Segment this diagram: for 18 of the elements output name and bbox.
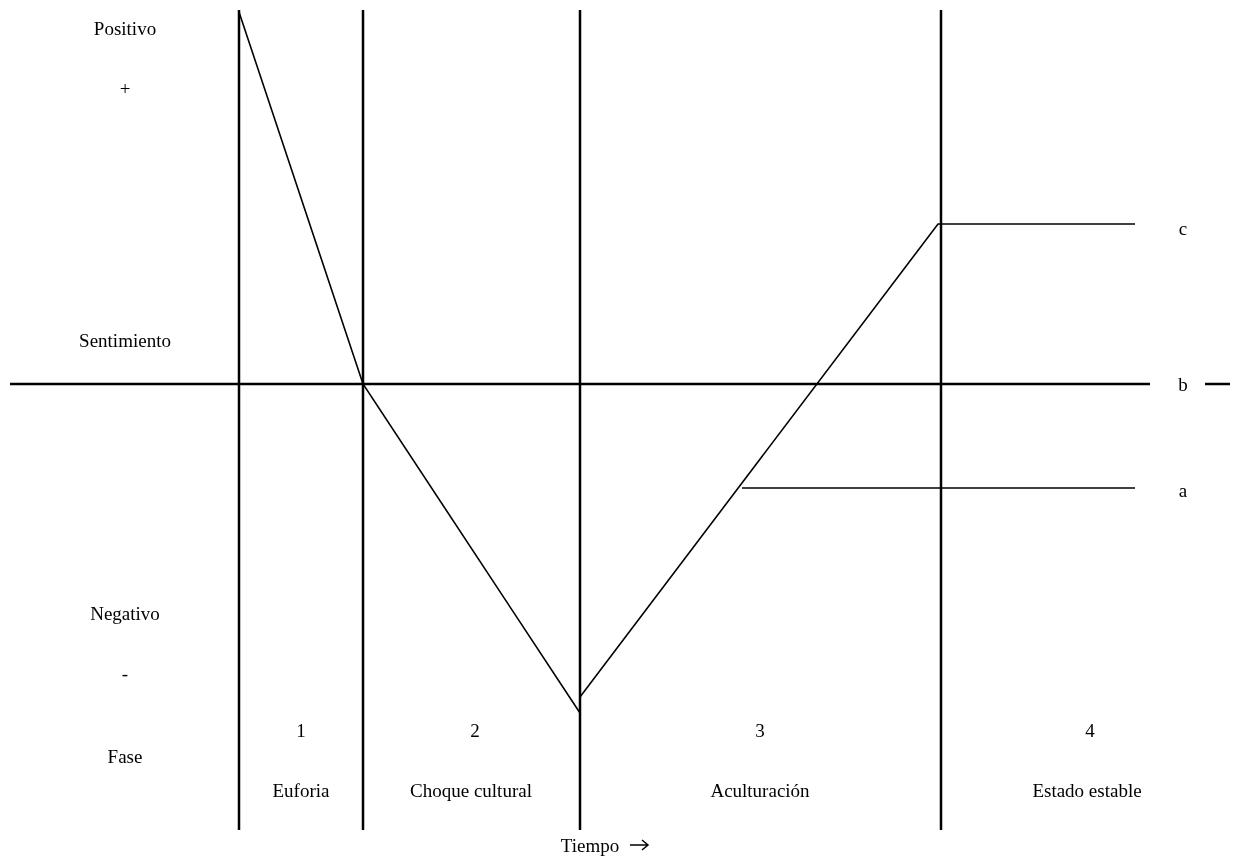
- axis-label: Tiempo: [560, 835, 620, 855]
- phase-number: 2: [470, 720, 480, 740]
- axis-label: Positivo: [93, 18, 157, 38]
- phase-name: Aculturación: [710, 780, 810, 800]
- phase-name: Euforia: [272, 780, 330, 800]
- phase-name: Estado estable: [1032, 780, 1142, 800]
- curve-label: b: [1178, 374, 1188, 394]
- phase-number: 1: [296, 720, 306, 740]
- phase-number: 4: [1085, 720, 1095, 740]
- axis-label: Sentimiento: [79, 330, 171, 350]
- axis-label: Fase: [107, 746, 143, 766]
- curve-label: c: [1178, 218, 1188, 238]
- axis-label: Negativo: [90, 603, 160, 623]
- curve-label: a: [1178, 480, 1188, 500]
- phase-name: Choque cultural: [410, 780, 532, 800]
- phase-number: 3: [755, 720, 765, 740]
- axis-label: -: [121, 663, 129, 683]
- axis-label: +: [119, 78, 131, 98]
